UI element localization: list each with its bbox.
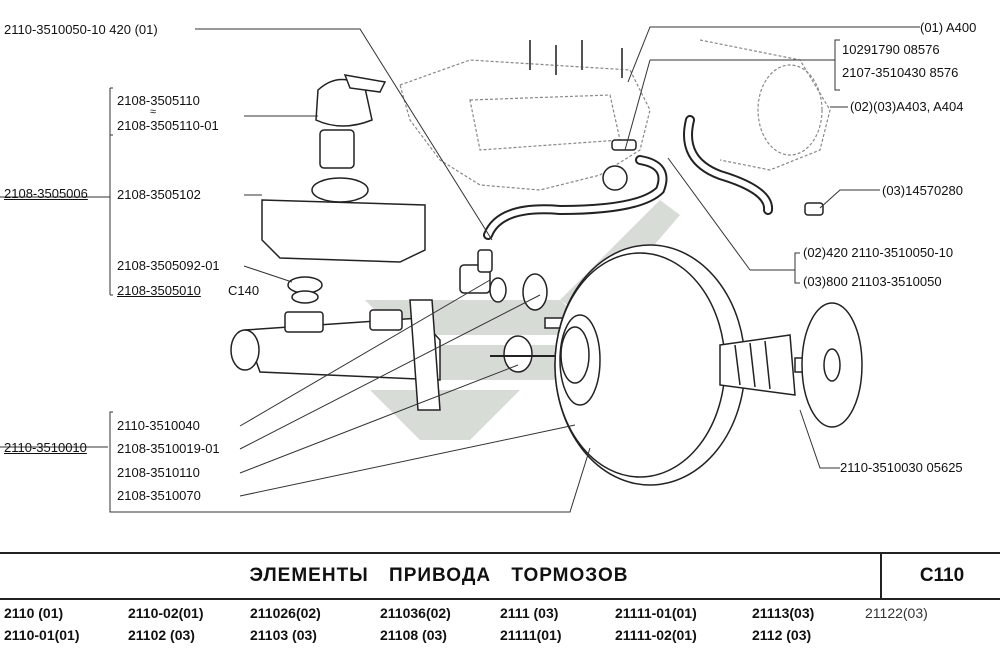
label-2108-3505110: 2108-3505110 [117,93,200,108]
label-14570280: (03)14570280 [882,183,963,198]
label-top-hose: 2110-3510050-10 420 (01) [4,22,158,37]
reservoir [261,74,426,263]
model-item: 2110 (01) [4,605,64,621]
flange-plate [801,302,863,428]
model-item: 211036(02) [380,605,451,621]
label-2108-3505006: 2108-3505006 [4,186,88,201]
label-a403-a404: (02)(03)A403, A404 [850,99,964,114]
leader-lines [0,26,920,513]
model-item: 21102 (03) [128,627,195,643]
vacuum-booster [554,244,836,486]
label-2108-3505102: 2108-3505102 [117,187,201,202]
label-2108-3505010: 2108-3505010 [117,283,201,298]
model-item: 21103 (03) [250,627,317,643]
model-item: 21113(03) [752,605,815,621]
model-item: 2112 (03) [752,627,812,643]
model-item: 2111 (03) [500,605,559,621]
model-item: 21108 (03) [380,627,447,643]
fittings [459,249,600,404]
label-approx-sign: ≈ [150,106,157,118]
model-item: 21111-01(01) [615,605,697,621]
title-bar: ЭЛЕМЕНТЫ ПРИВОДА ТОРМОЗОВ C110 [0,552,1000,600]
label-2108-3510070: 2108-3510070 [117,488,201,503]
grommet [287,276,323,304]
label-2108-3510019-01: 2108-3510019-01 [117,441,220,456]
model-item: 2110-02(01) [128,605,204,621]
label-a400: (01) A400 [920,20,977,35]
vacuum-hoses-inner [485,117,772,238]
model-item: 2110-01(01) [4,627,80,643]
label-10291790: 10291790 08576 [842,42,940,57]
label-c140: C140 [228,283,260,298]
clamps [602,139,824,216]
label-2108-3505110-01: 2108-3505110-01 [117,118,219,133]
label-2108-3505092-01: 2108-3505092-01 [117,258,220,273]
label-2107-3510430: 2107-3510430 8576 [842,65,959,80]
label-2108-3510110: 2108-3510110 [117,465,200,480]
master-cylinder [230,299,441,411]
model-item: 21111(01) [500,627,562,643]
label-420: (02)420 2110-3510050-10 [803,245,954,260]
model-item: 21122(03) [865,605,928,621]
page-code: C110 [880,554,1000,598]
page-title: ЭЛЕМЕНТЫ ПРИВОДА ТОРМОЗОВ [249,565,629,586]
label-2110-3510030: 2110-3510030 05625 [840,460,963,475]
model-item: 211026(02) [250,605,321,621]
brake-drive-diagram [0,26,920,513]
label-2110-3510040: 2110-3510040 [117,418,200,433]
label-2110-3510010: 2110-3510010 [4,440,87,455]
model-item: 21111-02(01) [615,627,697,643]
label-800: (03)800 21103-3510050 [803,274,942,289]
studs [529,40,623,78]
